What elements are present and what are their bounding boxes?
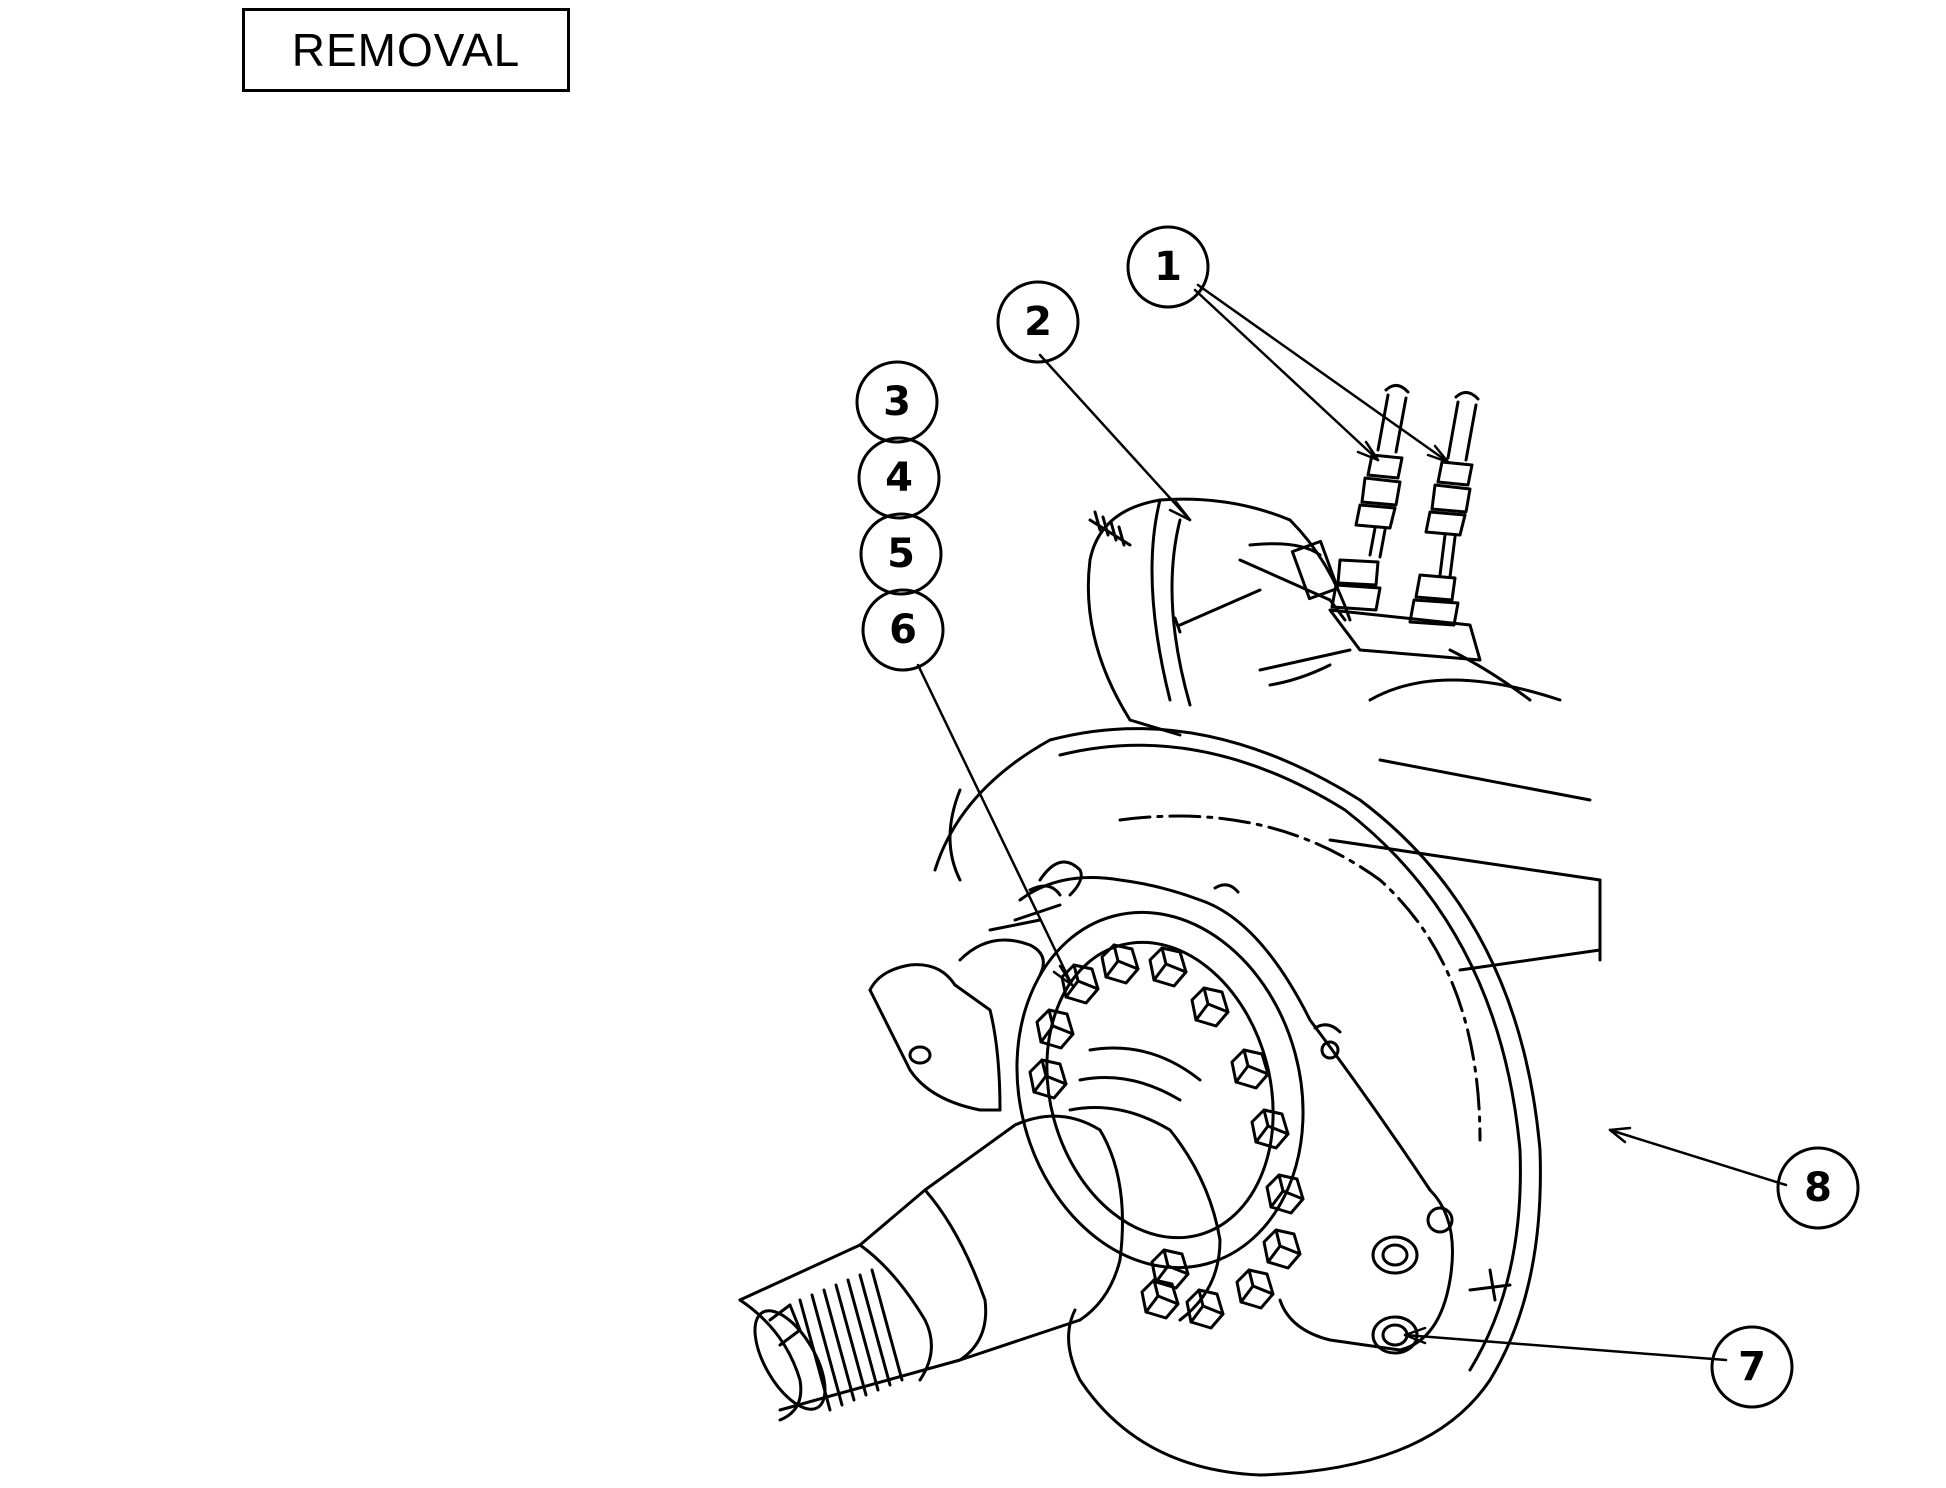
backing-plate [933, 727, 1542, 1477]
callout-5: 5 [859, 512, 943, 596]
callout-4: 4 [857, 436, 941, 520]
callout-6: 6 [861, 588, 945, 672]
brake-spider [1018, 876, 1454, 1352]
section-title-removal: REMOVAL [242, 8, 570, 92]
callout-8: 8 [1776, 1146, 1860, 1230]
brake-chamber [1086, 497, 1352, 737]
callout-label: 3 [883, 379, 911, 425]
camshaft-bracket [868, 860, 1083, 1112]
callout-label: 4 [885, 455, 913, 501]
callout-label: 7 [1738, 1344, 1766, 1390]
air-fittings [1328, 384, 1532, 702]
leader-lines [916, 283, 1788, 1362]
callout-label: 2 [1024, 299, 1052, 345]
callout-label: 1 [1154, 244, 1182, 290]
callout-2: 2 [996, 280, 1080, 364]
callout-label: 5 [887, 531, 915, 577]
callout-7: 7 [1710, 1325, 1794, 1409]
spindle [738, 1046, 1222, 1422]
hub-bolts [1028, 943, 1305, 1330]
callout-3: 3 [855, 360, 939, 444]
callout-label: 8 [1804, 1165, 1832, 1211]
axle-housing [1328, 678, 1602, 972]
callout-1: 1 [1126, 225, 1210, 309]
callout-label: 6 [889, 607, 917, 653]
